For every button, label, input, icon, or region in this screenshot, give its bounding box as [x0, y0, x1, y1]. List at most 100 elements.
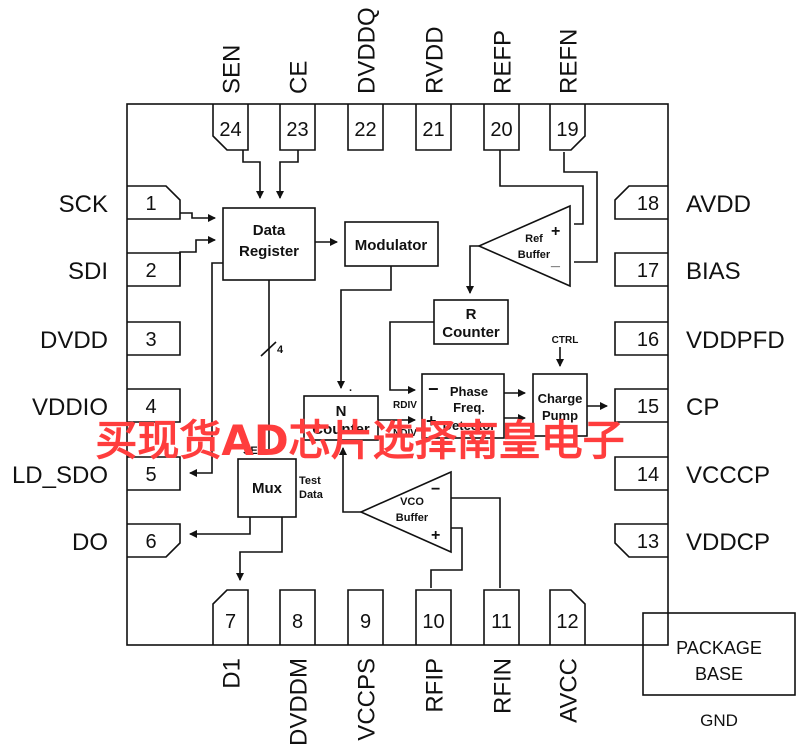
pin-24-number: 24 — [219, 119, 241, 141]
pin-8-number: 8 — [292, 611, 303, 633]
pin-14-number: 14 — [637, 464, 659, 486]
pin-12-number: 12 — [556, 611, 578, 633]
pin-5-number: 5 — [145, 464, 156, 486]
pin-12-box — [549, 589, 586, 645]
data-register-label-2: Register — [239, 243, 299, 260]
pin-17-number: 17 — [637, 260, 659, 282]
ndiv-label: NDIV — [393, 428, 417, 439]
pins-top: 24 SEN 23 CE 22 DVDDQ 21 RVDD 20 REFP 19 REFN — [212, 7, 586, 151]
ref-buffer-minus: _ — [550, 252, 561, 269]
package-base-label-1: PACKAGE — [676, 638, 762, 658]
mux-label: Mux — [252, 480, 283, 497]
pin-d1-label: D1 — [219, 658, 246, 689]
pin-20-box — [483, 104, 520, 151]
pin-bias-label: BIAS — [686, 258, 741, 285]
ctrl-label: CTRL — [552, 335, 579, 346]
gnd-label: GND — [700, 711, 738, 730]
pin-21-number: 21 — [422, 119, 444, 141]
pin-sen-label: SEN — [219, 45, 246, 94]
wires — [179, 150, 608, 588]
pin-7-box — [212, 589, 249, 645]
pin-5-box — [127, 456, 181, 491]
pin-1-number: 1 — [145, 193, 156, 215]
pfd-plus: + — [426, 411, 437, 431]
pin-22-number: 22 — [354, 119, 376, 141]
pin-19-number: 19 — [556, 119, 578, 141]
pin-6-number: 6 — [145, 531, 156, 553]
pin-4-box — [127, 388, 181, 423]
pin-avdd-label: AVDD — [686, 191, 751, 218]
pin-8-box — [279, 589, 316, 645]
vco-buffer: VCO Buffer − + — [359, 470, 452, 554]
pfd-label-3: Detector — [443, 418, 496, 433]
pin-ld-sdo-label: LD_SDO — [12, 462, 108, 489]
n-counter-block: N Counter — [303, 395, 379, 441]
pin-4-number: 4 — [145, 396, 156, 418]
pin-1-box — [127, 185, 181, 220]
pin-14-box — [614, 456, 668, 491]
pin-dvdd-label: DVDD — [40, 327, 108, 354]
ref-buffer-label-1: Ref — [525, 233, 543, 245]
pin-20-number: 20 — [490, 119, 512, 141]
pin-vddcp-label: VDDCP — [686, 529, 770, 556]
pin-11-number: 11 — [491, 611, 512, 633]
modulator-label: Modulator — [355, 237, 428, 254]
pin-15-number: 15 — [637, 396, 659, 418]
vco-buffer-plus: + — [431, 527, 440, 544]
pin-dvddm-label: DVDDM — [286, 658, 313, 746]
r-counter-block: R Counter — [433, 299, 509, 345]
pin-vddio-label: VDDIO — [32, 394, 108, 421]
pfd-label-2: Freq. — [453, 400, 485, 415]
pin-ce-label: CE — [286, 61, 313, 94]
pin-13-box — [614, 523, 668, 558]
pin-23-number: 23 — [286, 119, 308, 141]
pin-18-box — [614, 185, 668, 220]
pin-21-box — [415, 104, 452, 151]
pin-do-label: DO — [72, 529, 108, 556]
pin-refp-label: REFP — [490, 30, 517, 94]
pin-sck-label: SCK — [59, 191, 108, 218]
pin-16-number: 16 — [637, 329, 659, 351]
pin-vcccp-label: VCCCP — [686, 462, 770, 489]
pin-9-number: 9 — [360, 611, 371, 633]
n-counter-label-2: Counter — [312, 421, 370, 438]
r-counter-label-1: R — [466, 306, 477, 323]
vco-buffer-minus: − — [431, 481, 440, 498]
pin-rfin-label: RFIN — [490, 658, 517, 714]
pin-sdi-label: SDI — [68, 258, 108, 285]
mux-block: Mux — [237, 458, 297, 518]
pin-6-box — [127, 523, 181, 558]
pin-vccps-label: VCCPS — [354, 658, 381, 741]
charge-pump-label-2: Pump — [542, 408, 578, 423]
package-base-label-2: BASE — [695, 664, 743, 684]
pfd-label-1: Phase — [450, 384, 488, 399]
package-base: PACKAGE BASE GND — [642, 612, 796, 730]
charge-pump-label-1: Charge — [538, 391, 583, 406]
pin-avcc-label: AVCC — [556, 658, 583, 723]
test-data-label-2: Data — [299, 489, 324, 501]
pin-16-box — [614, 321, 668, 356]
bus-width-label: 4 — [277, 344, 284, 356]
vco-buffer-label-1: VCO — [400, 496, 424, 508]
pin-22-box — [347, 104, 384, 151]
charge-pump-block: Charge Pump — [532, 373, 588, 437]
chip-outline — [126, 103, 669, 646]
ref-buffer-label-2: Buffer — [518, 249, 551, 261]
dot-label: . — [349, 382, 352, 394]
pin-18-number: 18 — [637, 193, 659, 215]
pin-10-number: 10 — [422, 611, 444, 633]
pin-24-box — [212, 104, 249, 151]
pin-13-number: 13 — [637, 531, 659, 553]
pin-dvddq-label: DVDDQ — [354, 7, 381, 94]
pin-refn-label: REFN — [556, 29, 583, 94]
pfd-minus: − — [428, 379, 439, 399]
pin-rvdd-label: RVDD — [422, 26, 449, 94]
vco-buffer-label-2: Buffer — [396, 512, 429, 524]
pin-19-box — [549, 104, 586, 151]
sel-label: SEL — [243, 445, 265, 457]
ref-buffer-plus: + — [551, 223, 560, 240]
pin-15-box — [614, 388, 668, 423]
